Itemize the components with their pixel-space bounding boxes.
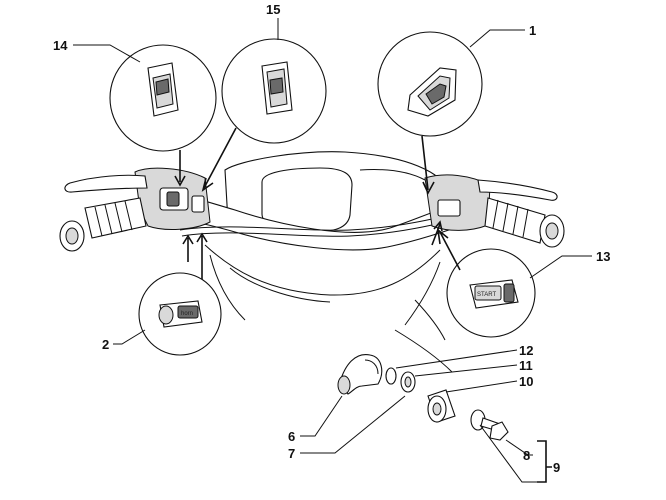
callout-14: 14 xyxy=(53,38,68,53)
callout-1: 1 xyxy=(529,23,536,38)
callout-2: 2 xyxy=(102,337,109,352)
detail-circle-13: START xyxy=(436,228,536,338)
start-switch-mark: START xyxy=(477,292,496,298)
callout-12: 12 xyxy=(519,343,533,358)
callout-10: 10 xyxy=(519,374,533,389)
part-12-ring xyxy=(385,367,397,385)
part-8-nut xyxy=(489,421,509,441)
callout-11: 11 xyxy=(519,358,533,373)
handlebar-assembly xyxy=(59,151,565,373)
callout-15: 15 xyxy=(266,2,280,17)
detail-circle-2: horn xyxy=(138,272,222,356)
detail-circle-15 xyxy=(201,38,327,192)
mirror-mount-parts xyxy=(337,354,509,441)
callout-6: 6 xyxy=(288,429,295,444)
callout-9: 9 xyxy=(553,460,560,475)
callout-13: 13 xyxy=(596,249,610,264)
callout-labels: 14 15 1 13 2 12 11 10 6 7 8 9 xyxy=(53,2,610,475)
callout-8: 8 xyxy=(523,448,530,463)
detail-circle-14 xyxy=(109,44,217,187)
horn-switch-mark: horn xyxy=(181,311,193,317)
leader-lines xyxy=(73,18,592,483)
detail-circle-1 xyxy=(377,31,483,195)
callout-7: 7 xyxy=(288,446,295,461)
